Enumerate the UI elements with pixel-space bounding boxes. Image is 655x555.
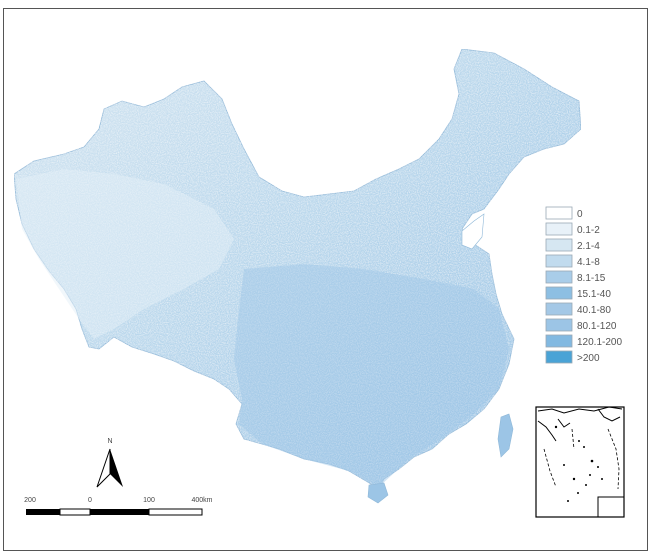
inset-frame	[535, 406, 625, 518]
south-china-sea-inset	[535, 406, 625, 518]
legend-swatch	[545, 254, 573, 268]
legend: 0 0.1-2 2.1-4 4.1-8 8.1-15 15.1-40 40.1-80 80.1…	[545, 206, 622, 364]
legend-swatch	[545, 222, 573, 236]
legend-label: 2.1-4	[577, 241, 600, 252]
legend-label: 40.1-80	[577, 305, 611, 316]
scale-bar-segment-4	[148, 508, 203, 516]
legend-swatch	[545, 238, 573, 252]
scale-tick-200: 200	[24, 497, 36, 504]
inset-sub-frame	[597, 496, 625, 518]
inset-islands	[554, 425, 603, 502]
scale-bar-segment-1	[26, 509, 60, 515]
map-frame: 0 0.1-2 2.1-4 4.1-8 8.1-15 15.1-40 40.1-80 80.1…	[3, 8, 648, 551]
legend-swatch	[545, 302, 573, 316]
legend-label: 80.1-120	[577, 321, 617, 332]
north-arrow-icon-dark	[110, 449, 123, 487]
legend-swatch	[545, 206, 573, 220]
hainan-island	[367, 482, 389, 504]
map-canvas: 0 0.1-2 2.1-4 4.1-8 8.1-15 15.1-40 40.1-80 80.1…	[13, 48, 625, 518]
legend-swatch	[545, 318, 573, 332]
legend-swatch	[545, 350, 573, 364]
north-arrow-icon	[96, 448, 111, 488]
legend-label: 0	[577, 209, 583, 220]
western-plateau	[16, 169, 234, 339]
legend-label: 120.1-200	[577, 337, 622, 348]
scale-bar: 200 0 100 400km	[24, 497, 213, 516]
scale-bar-segment-3	[90, 509, 149, 515]
southeast-region	[234, 264, 509, 487]
north-arrow-label: N	[107, 438, 112, 445]
inset-dashed-boundary	[543, 428, 622, 498]
legend-swatch	[545, 334, 573, 348]
legend-label: 4.1-8	[577, 257, 600, 268]
legend-label: >200	[577, 353, 600, 364]
legend-swatch	[545, 270, 573, 284]
legend-swatch	[545, 286, 573, 300]
legend-label: 0.1-2	[577, 225, 600, 236]
legend-label: 15.1-40	[577, 289, 611, 300]
scale-tick-100: 100	[143, 497, 155, 504]
north-arrow: N	[96, 438, 123, 488]
taiwan-island	[497, 413, 514, 458]
scale-tick-0: 0	[88, 497, 92, 504]
inset-coastline	[537, 406, 623, 442]
scale-tick-400km: 400km	[191, 497, 212, 504]
scale-bar-segment-2	[59, 508, 91, 516]
bohai-sea	[461, 213, 485, 250]
legend-label: 8.1-15	[577, 273, 606, 284]
